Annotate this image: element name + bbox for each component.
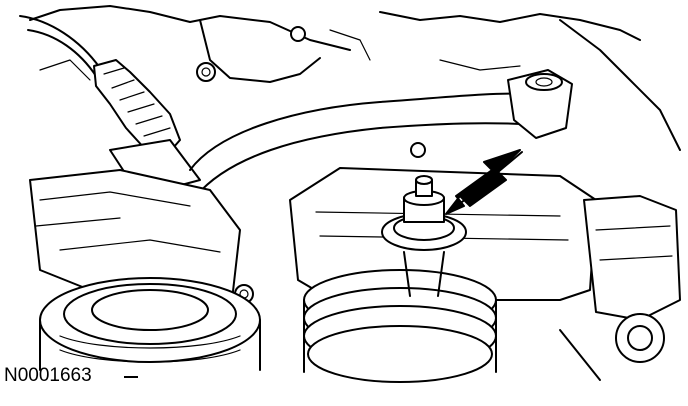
left-sensor-connector <box>19 15 201 197</box>
target-sensor <box>381 175 467 297</box>
right-side-assembly <box>559 195 681 381</box>
curved-bracket <box>189 69 573 197</box>
figure-id-dash <box>124 376 138 378</box>
indicator-arrow <box>445 149 523 215</box>
figure-id-label: N0001663 <box>4 365 92 386</box>
lower-left-pulley <box>39 277 261 371</box>
